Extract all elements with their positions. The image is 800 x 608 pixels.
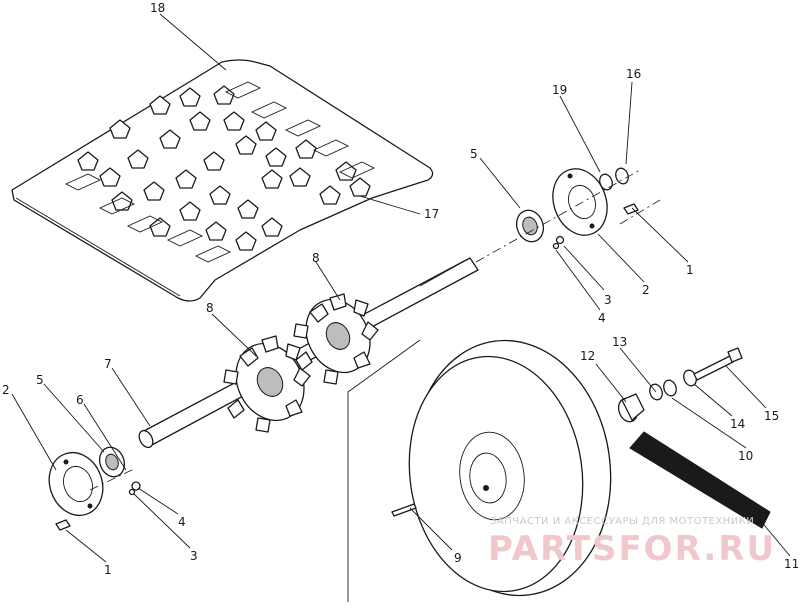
callout-4-right: 4 — [598, 311, 606, 325]
callout-2-right: 2 — [642, 283, 650, 297]
left-flange-plate — [48, 451, 104, 517]
callout-1-left: 1 — [104, 563, 112, 577]
drive-sprocket-right — [293, 293, 379, 385]
watermark-brand: PARTSFOR.RU — [488, 529, 776, 569]
track-windows — [64, 81, 376, 263]
left-bearing — [98, 446, 126, 478]
drive-belt — [629, 431, 771, 529]
track-lugs — [77, 85, 371, 251]
callout-18: 18 — [150, 1, 165, 15]
axle-spacer — [617, 393, 645, 423]
callout-3-left: 3 — [190, 549, 198, 563]
leader-lines — [11, 13, 791, 563]
callout-16: 16 — [626, 67, 641, 81]
callout-1-right: 1 — [686, 263, 694, 277]
left-bolt — [55, 519, 71, 531]
right-bearing — [515, 209, 545, 243]
right-flange-plate — [552, 168, 608, 236]
callout-4-left: 4 — [178, 515, 186, 529]
callout-19: 19 — [552, 83, 567, 97]
callout-13: 13 — [612, 335, 627, 349]
callout-6: 6 — [76, 393, 84, 407]
callout-12: 12 — [580, 349, 595, 363]
axle-washers — [649, 369, 697, 401]
right-spacers — [599, 167, 629, 191]
callout-11: 11 — [784, 557, 799, 571]
callout-5-right: 5 — [470, 147, 478, 161]
callout-8-lower: 8 — [206, 301, 214, 315]
callout-3-right: 3 — [604, 293, 612, 307]
left-washer-nut — [128, 481, 141, 496]
watermark-subtitle: ЗАПЧАСТИ И АКСЕССУАРЫ ДЛЯ МОТОТЕХНИКИ — [490, 516, 754, 527]
track-belt — [11, 59, 434, 302]
callout-9: 9 — [454, 551, 462, 565]
callout-10: 10 — [738, 449, 753, 463]
callout-7: 7 — [104, 357, 112, 371]
axle-bolt — [693, 347, 743, 381]
watermark: ЗАПЧАСТИ И АКСЕССУАРЫ ДЛЯ МОТОТЕХНИКИ PA… — [488, 516, 776, 569]
callout-labels: 18 17 16 19 5 1 2 3 4 8 8 7 2 5 6 4 3 1 … — [2, 1, 799, 577]
callout-17: 17 — [424, 207, 439, 221]
right-bolt — [623, 203, 639, 215]
callout-5-left: 5 — [36, 373, 44, 387]
wheel-pin — [391, 503, 417, 517]
right-washer-nut — [552, 235, 565, 250]
callout-8-upper: 8 — [312, 251, 320, 265]
drive-sprocket-left — [223, 335, 311, 433]
callout-2-left: 2 — [2, 383, 10, 397]
idler-wheel — [347, 339, 612, 602]
callout-14: 14 — [730, 417, 745, 431]
callout-15: 15 — [764, 409, 779, 423]
